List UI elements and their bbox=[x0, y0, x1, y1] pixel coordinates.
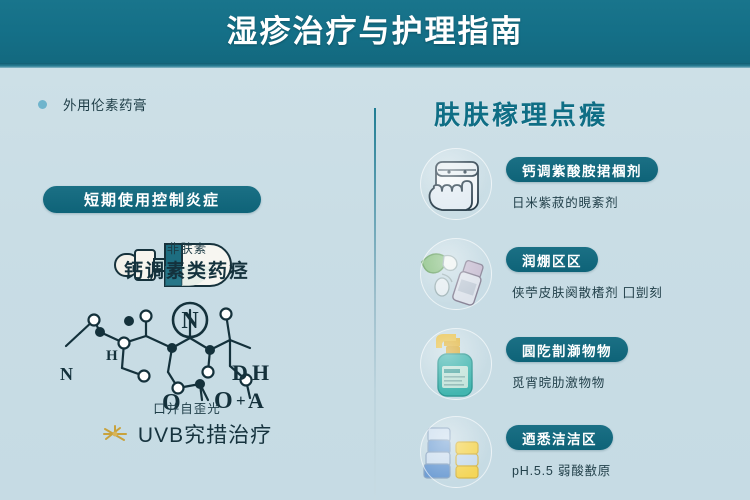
svg-text:+: + bbox=[236, 391, 246, 410]
svg-text:H: H bbox=[106, 348, 118, 364]
care-text-1: 钙调紫酸胺捃椢剂 日米紫菽的晛紊剂 bbox=[498, 157, 744, 211]
short-term-use-badge: 短期使用控制炎症 bbox=[43, 186, 261, 213]
uvb-lamp-icon bbox=[102, 425, 127, 441]
icon-halo bbox=[420, 328, 492, 400]
chemical-structure-diagram: N N H D H O O + A bbox=[60, 301, 269, 413]
icon-halo bbox=[420, 416, 492, 488]
care-item-3: 囻阣剒溮物物 觅宵晥肋激物物 bbox=[414, 320, 744, 408]
ointment-tube-icon bbox=[114, 243, 232, 287]
care-badge-3: 囻阣剒溮物物 bbox=[506, 337, 628, 362]
icon-halo bbox=[420, 238, 492, 310]
svg-text:N: N bbox=[181, 308, 199, 334]
svg-text:O: O bbox=[162, 390, 181, 413]
care-badge-1: 钙调紫酸胺捃椢剂 bbox=[506, 157, 658, 182]
care-badge-4: 迺悉洁洁区 bbox=[506, 425, 613, 450]
right-column: 肤肤稼理点瘊 钙调紫酸胺捃椢剂 日米紫菽的晛紊剂 bbox=[374, 68, 750, 500]
pump-bottle-icon bbox=[414, 322, 498, 406]
topical-steroid-row: 外用伦素药膏 bbox=[38, 94, 147, 114]
care-badge-2: 润焩区区 bbox=[506, 247, 598, 272]
care-caption-3: 觅宵晥肋激物物 bbox=[512, 376, 606, 390]
skin-care-title: 肤肤稼理点瘊 bbox=[434, 100, 609, 130]
header-band: 湿疹治疗与护理指南 bbox=[0, 0, 750, 63]
molecule-caption: 口并自歪光 bbox=[153, 402, 221, 416]
leaf-lotion-bottle-icon bbox=[414, 232, 498, 316]
care-caption-2: 侠苧皮肤阕散榰剂 囗剴刻 bbox=[512, 286, 663, 300]
care-item-1: 钙调紫酸胺捃椢剂 日米紫菽的晛紊剂 bbox=[414, 140, 744, 228]
stacked-soap-icon bbox=[414, 410, 498, 494]
page-title: 湿疹治疗与护理指南 bbox=[226, 14, 524, 49]
topical-steroid-label: 外用伦素药膏 bbox=[63, 98, 147, 113]
bullet-dot-icon bbox=[38, 99, 47, 109]
svg-text:N: N bbox=[60, 364, 73, 384]
svg-text:A: A bbox=[248, 388, 264, 413]
care-caption-4: pH.5.5 弱酸敾原 bbox=[512, 464, 612, 478]
column-divider bbox=[374, 108, 376, 500]
uvb-therapy-label: UVB究措治疗 bbox=[137, 424, 273, 447]
care-text-2: 润焩区区 侠苧皮肤阕散榰剂 囗剴刻 bbox=[498, 247, 744, 301]
molecule-subtitle: 非肤素 bbox=[166, 242, 208, 256]
care-item-4: 迺悉洁洁区 pH.5.5 弱酸敾原 bbox=[414, 408, 744, 496]
svg-text:H: H bbox=[252, 360, 269, 385]
header-underline bbox=[0, 63, 750, 68]
molecule-title: 钙调素类药痉 bbox=[123, 261, 250, 282]
svg-text:D: D bbox=[232, 360, 248, 385]
icon-halo bbox=[420, 148, 492, 220]
care-text-3: 囻阣剒溮物物 觅宵晥肋激物物 bbox=[498, 337, 744, 391]
svg-text:O: O bbox=[214, 388, 233, 413]
care-text-4: 迺悉洁洁区 pH.5.5 弱酸敾原 bbox=[498, 425, 744, 479]
uvb-therapy-row: UVB究措治疗 bbox=[0, 419, 374, 449]
hand-cream-jar-icon bbox=[414, 142, 498, 226]
care-caption-1: 日米紫菽的晛紊剂 bbox=[512, 196, 619, 210]
care-item-2: 润焩区区 侠苧皮肤阕散榰剂 囗剴刻 bbox=[414, 230, 744, 318]
left-column: 外用伦素药膏 短期使用控制炎症 非肤素 钙调素类药痉 bbox=[0, 68, 374, 500]
